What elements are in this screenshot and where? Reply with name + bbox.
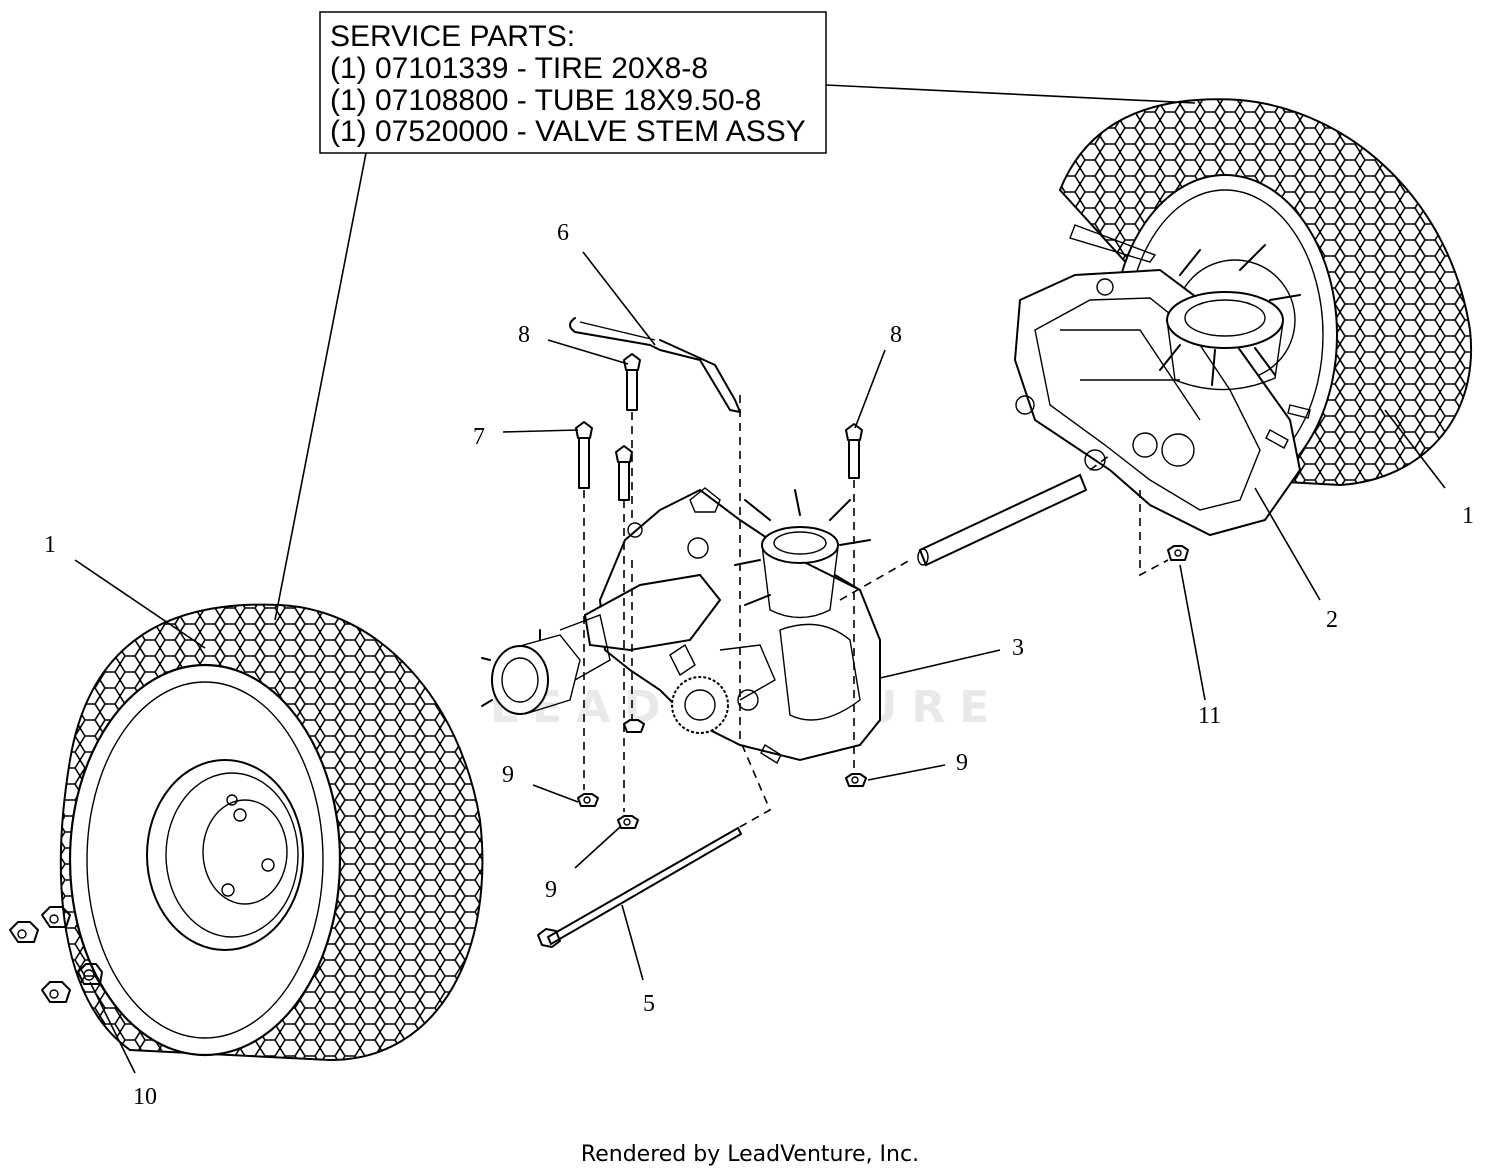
- bolt-7: [575, 421, 593, 489]
- assembly-lines: [583, 395, 1169, 829]
- callout-axle-rod: 5: [643, 991, 655, 1017]
- service-parts-note: SERVICE PARTS: (1) 07101339 - TIRE 20X8-…: [319, 11, 827, 154]
- callout-tire-right: 1: [1462, 503, 1474, 529]
- callout-bolt-7: 7: [473, 424, 485, 450]
- axle-tube: [917, 473, 1088, 567]
- callout-bolt-8-left: 8: [518, 322, 530, 348]
- callout-nut-9-c: 9: [956, 750, 968, 776]
- nut-9-a: [577, 793, 599, 807]
- footer-credit: Rendered by LeadVenture, Inc.: [580, 1142, 920, 1167]
- dash-axle-tube: [1089, 454, 1111, 471]
- axle-rod: [537, 826, 743, 948]
- nut-11: [1167, 545, 1189, 561]
- bracket: [569, 317, 741, 413]
- nut-9-b: [617, 815, 639, 829]
- service-parts-heading: SERVICE PARTS:: [330, 20, 575, 53]
- service-part-tire: (1) 07101339 - TIRE 20X8-8: [330, 52, 708, 85]
- callout-transaxle-right: 2: [1326, 607, 1338, 633]
- callout-nut-9-a: 9: [502, 762, 514, 788]
- leader-lines: [74, 84, 1446, 1074]
- nut-9-mid: [623, 719, 645, 733]
- callout-bracket: 6: [557, 220, 569, 246]
- callout-tire-left: 1: [44, 532, 56, 558]
- right-transaxle: [1013, 244, 1311, 537]
- callout-nut-11: 11: [1198, 703, 1221, 729]
- service-part-valve-stem: (1) 07520000 - VALVE STEM ASSY: [330, 115, 806, 148]
- bolt-8-left: [623, 353, 641, 411]
- nut-9-c: [845, 773, 867, 787]
- lug-nuts: [9, 906, 103, 1003]
- callout-nut-9-b: 9: [545, 877, 557, 903]
- callout-transaxle-left: 3: [1012, 635, 1024, 661]
- callout-bolt-8-right: 8: [890, 322, 902, 348]
- callout-numbers: 1 1 2 3 11 6 8 8 7 9 9 9 5 10: [44, 220, 1474, 1110]
- service-part-tube: (1) 07108800 - TUBE 18X9.50-8: [330, 84, 761, 117]
- bolt-center: [615, 445, 633, 501]
- left-tire: [59, 603, 484, 1062]
- callout-lug-nut: 10: [133, 1084, 157, 1110]
- bolt-8-right: [845, 423, 863, 479]
